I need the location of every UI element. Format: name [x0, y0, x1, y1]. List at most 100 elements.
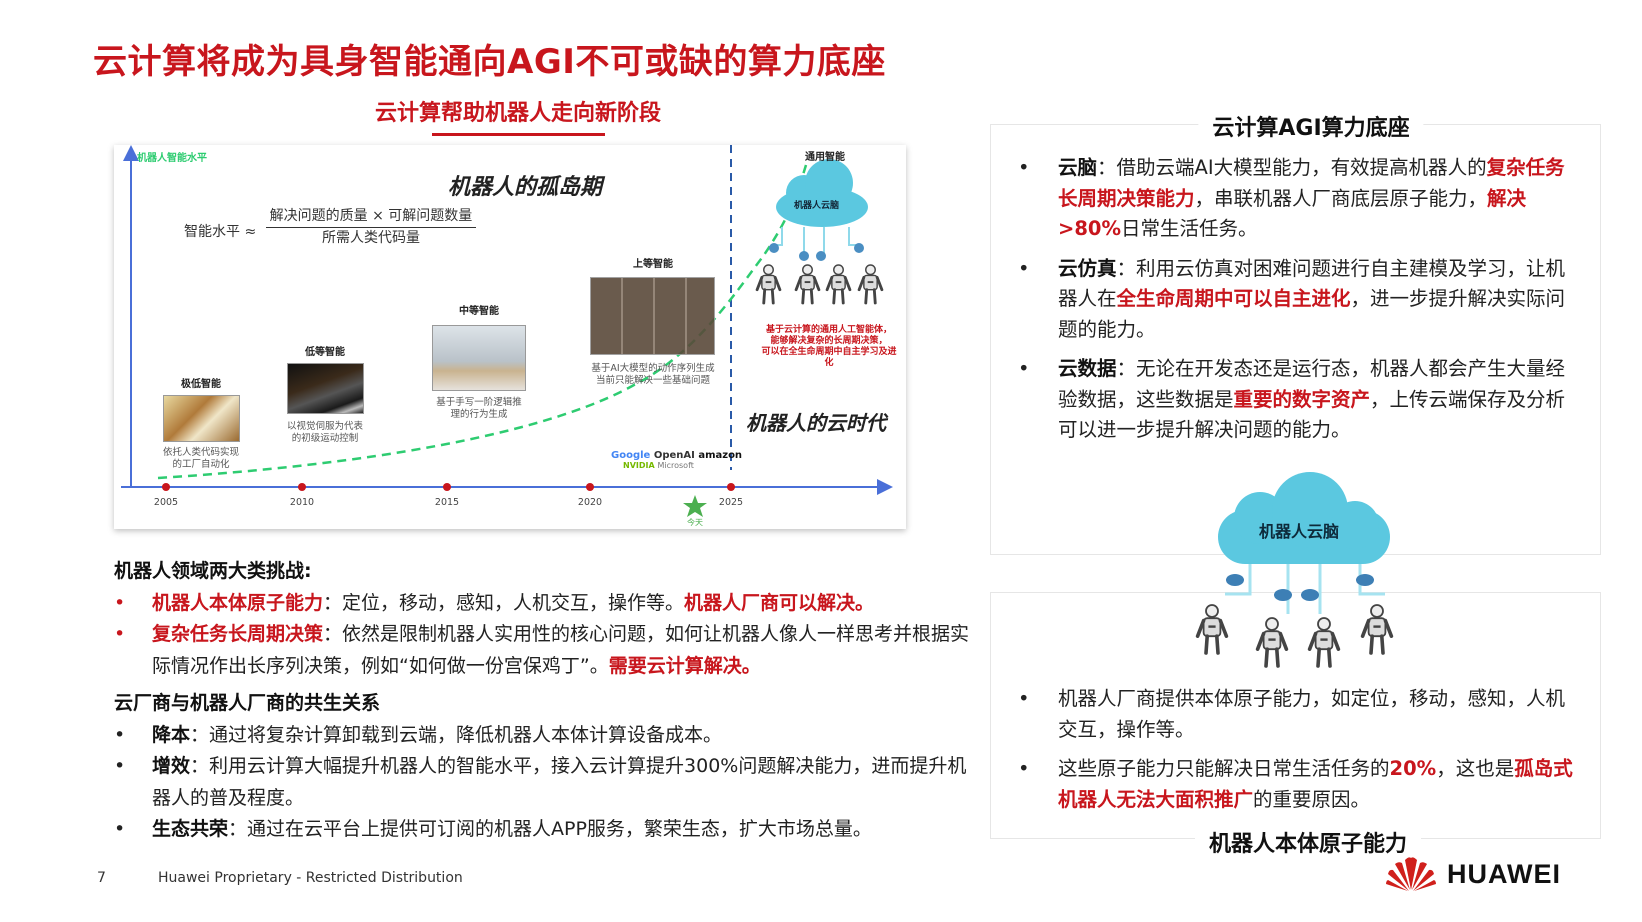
today-star-icon — [683, 495, 707, 517]
year-marker — [298, 483, 306, 491]
year-label: 2025 — [718, 497, 744, 508]
highlight-text: 复杂任务长周期决策 — [152, 623, 324, 645]
bullet-icon: • — [114, 755, 126, 777]
body-text: ，上传云端保存及分析可以进一步提升解决问题的能力。 — [1058, 387, 1566, 442]
cloud-brain-label: 机器人云脑 — [1258, 522, 1339, 541]
highlight-text: 机器人厂商可以解决。 — [684, 591, 875, 614]
body-text: 的重要原因。 — [1253, 787, 1371, 811]
formula-lhs: 智能水平 ≈ — [184, 224, 257, 240]
robot-icon — [755, 264, 782, 305]
robot-icon — [1255, 617, 1289, 668]
timeline-graphics — [121, 145, 893, 517]
cloud-icon — [1218, 472, 1390, 614]
bullet-icon: • — [1018, 757, 1030, 780]
ai-model-robots-image — [590, 277, 715, 355]
robot-icon — [1360, 604, 1394, 655]
year-label: 2020 — [577, 497, 603, 508]
term-label: 云脑 — [1058, 156, 1098, 179]
page-number: 7 — [97, 870, 106, 886]
body-text: 日常生活任务。 — [1121, 217, 1258, 240]
robot-atomic-panel-title: 机器人本体原子能力 — [1194, 826, 1422, 858]
body-text: 这些原子能力只能解决日常生活任务的 — [1058, 757, 1390, 780]
year-label: 2010 — [289, 497, 315, 508]
body-text: ：通过在云平台上提供可订阅的机器人APP服务，繁荣生态，扩大市场总量。 — [228, 818, 872, 840]
robot-atomic-list: • 机器人厂商提供本体原子能力，如定位，移动，感知，人机交互，操作等。 • 这些原子… — [1018, 684, 1580, 824]
company-logos: Google OpenAI amazon NVIDIA Microsoft — [611, 450, 743, 470]
robot-icon — [857, 264, 884, 305]
intelligence-curve — [157, 164, 808, 480]
robot-atomic-item: • 机器人厂商提供本体原子能力，如定位，移动，感知，人机交互，操作等。 — [1018, 684, 1580, 745]
robot-intelligence-timeline: 机器人智能水平 机器人的孤岛期 机器人的云时代 智能水平 ≈ 解决问题的质量 ×… — [114, 145, 906, 529]
highlight-text: 复杂任务长周期决策能力 — [1058, 156, 1565, 210]
cloud-agi-list: • 云脑：借助云端AI大模型能力，有效提高机器人的复杂任务长周期决策能力，串联机器… — [1018, 153, 1580, 455]
year-marker — [162, 483, 170, 491]
body-text: 机器人厂商提供本体原子能力，如定位，移动，感知，人机交互，操作等。 — [1058, 687, 1566, 741]
bullet-icon: • — [1018, 687, 1030, 710]
highlight-text: 全生命周期中可以自主进化 — [1116, 287, 1351, 310]
relation-item: •增效：利用云计算大幅提升机器人的智能水平，接入云计算提升300%问题解决能力，… — [114, 751, 974, 814]
stage-caption: 以视觉伺服为代表的初级运动控制 — [286, 421, 364, 444]
bullet-icon: • — [114, 723, 126, 746]
stage-caption: 依托人类代码实现的工厂自动化 — [162, 447, 240, 470]
stage-label: 低等智能 — [305, 347, 345, 358]
bullet-icon: • — [114, 818, 126, 840]
subtitle-underline — [432, 133, 605, 136]
cloud-era-label: 机器人的云时代 — [746, 411, 886, 435]
body-text: ，进一步提升解决实际问题的能力。 — [1058, 287, 1566, 341]
visual-servo-image — [287, 363, 364, 414]
robot-icon — [1195, 604, 1229, 655]
challenge-item: •机器人本体原子能力：定位，移动，感知，人机交互，操作等。机器人厂商可以解决。 — [114, 588, 974, 620]
huawei-petal-icon — [1386, 857, 1436, 891]
stage-label: 中等智能 — [459, 306, 499, 317]
highlight-text: 孤岛式机器人无法大面积推广 — [1058, 757, 1573, 811]
body-text: ：借助云端AI大模型能力，有效提高机器人的 — [1097, 156, 1487, 179]
factory-robot-image — [163, 395, 240, 442]
body-text: ：依然是限制机器人实用性的核心问题，如何让机器人像人一样思考并根据实际情况作出长… — [152, 623, 970, 677]
kitchen-robot-image — [432, 325, 526, 391]
bullet-icon: • — [1018, 256, 1030, 280]
year-label: 2015 — [434, 497, 460, 508]
body-text: ：利用云计算大幅提升机器人的智能水平，接入云计算提升300%问题解决能力，进而提… — [152, 755, 967, 809]
body-text: ：无论在开发态还是运行态，机器人都会产生大量经验数据，这些数据是 — [1058, 357, 1566, 411]
relations-heading: 云厂商与机器人厂商的共生关系 — [114, 692, 381, 714]
robot-atomic-panel — [990, 592, 1601, 839]
year-marker — [586, 483, 594, 491]
stage-caption: 基于手写一阶逻辑推理的行为生成 — [436, 397, 522, 420]
cloud-agi-item: • 云脑：借助云端AI大模型能力，有效提高机器人的复杂任务长周期决策能力，串联机器… — [1018, 153, 1580, 245]
bullet-icon: • — [1018, 357, 1030, 380]
body-text: ：利用云仿真对困难问题进行自主建模及学习，让机器人在 — [1058, 256, 1566, 311]
formula-denominator: 所需人类代码量 — [322, 230, 420, 246]
challenges-heading: 机器人领域两大类挑战: — [114, 560, 312, 582]
footer-text: Huawei Proprietary - Restricted Distribu… — [158, 870, 463, 886]
term-label: 降本 — [152, 723, 191, 746]
robot-icon — [825, 264, 852, 305]
term-label: 生态共荣 — [152, 818, 229, 840]
body-text: ：通过将复杂计算卸载到云端，降低机器人本体计算设备成本。 — [190, 723, 723, 746]
stage-label: 极低智能 — [181, 379, 221, 390]
slide-title: 云计算将成为具身智能通向AGI不可或缺的算力底座 — [93, 42, 886, 82]
general-intelligence-label: 通用智能 — [805, 152, 845, 163]
cloud-brain-label: 机器人云脑 — [794, 201, 840, 211]
challenges-section: 机器人领域两大类挑战: •机器人本体原子能力：定位，移动，感知，人机交互，操作等… — [114, 556, 974, 846]
relation-item: • 生态共荣：通过在云平台上提供可订阅的机器人APP服务，繁荣生态，扩大市场总量。 — [114, 814, 974, 846]
huawei-logo: HUAWEI — [1385, 856, 1561, 892]
cloud-agi-item: •云仿真：利用云仿真对困难问题进行自主建模及学习，让机器人在全生命周期中可以自主… — [1018, 254, 1580, 346]
robot-icon — [794, 264, 821, 305]
term-label: 云数据 — [1058, 357, 1117, 380]
body-text: ，串联机器人厂商底层原子能力， — [1194, 186, 1488, 210]
stage-label: 上等智能 — [633, 259, 673, 270]
robot-icon — [1307, 617, 1341, 668]
bullet-icon: • — [114, 623, 126, 645]
highlight-text: 需要云计算解决。 — [608, 654, 761, 677]
year-label: 2005 — [153, 497, 179, 508]
highlight-text: 20% — [1389, 757, 1437, 780]
bullet-icon: • — [114, 591, 126, 614]
highlight-text: 解决>80% — [1058, 186, 1527, 241]
challenge-item: • 复杂任务长周期决策：依然是限制机器人实用性的核心问题，如何让机器人像人一样思考… — [114, 619, 974, 682]
highlight-text: 机器人本体原子能力 — [152, 591, 324, 614]
highlight-text: 重要的数字资产 — [1233, 387, 1371, 411]
cloud-agi-item: • 云数据：无论在开发态还是运行态，机器人都会产生大量经验数据，这些数据是重要的数… — [1018, 354, 1580, 446]
robot-atomic-item: •这些原子能力只能解决日常生活任务的20%，这也是孤岛式机器人无法大面积推广的重… — [1018, 754, 1580, 815]
bullet-icon: • — [1018, 156, 1030, 179]
year-marker — [727, 483, 735, 491]
